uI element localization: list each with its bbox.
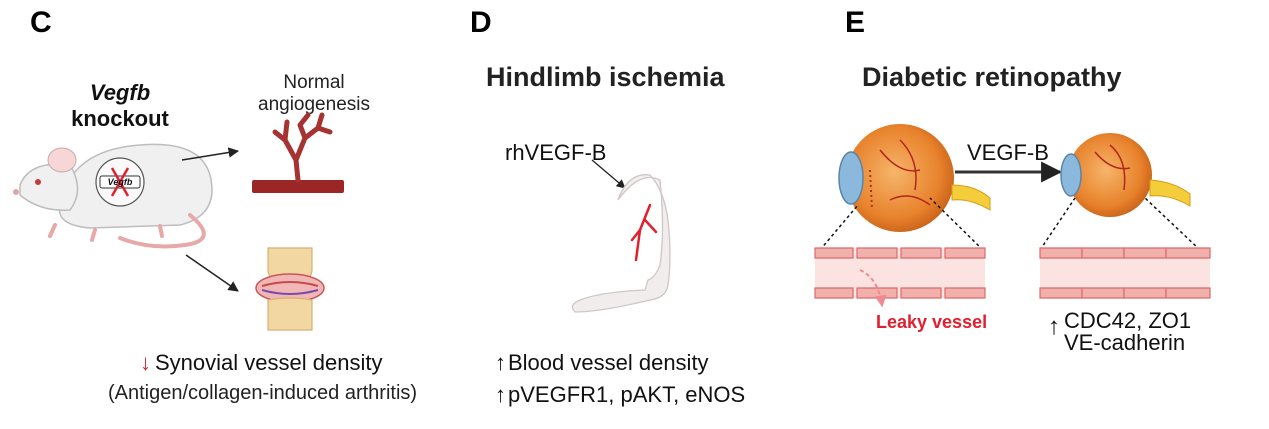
panel-letter-d: D bbox=[470, 6, 492, 39]
knockout-title: Vegfb knockout bbox=[60, 80, 180, 132]
up-arrow-icon: ↑ bbox=[495, 382, 506, 407]
rhvegfb-label: rhVEGF-B bbox=[505, 140, 607, 165]
up-arrow-icon: ↑ bbox=[1048, 313, 1060, 340]
junction-effects: ↑ CDC42, ZO1 VE-cadherin bbox=[1048, 310, 1191, 354]
arrow-to-joint bbox=[185, 254, 239, 292]
normal-label-line1: Normal bbox=[283, 72, 345, 93]
leg-icon bbox=[571, 159, 671, 313]
blood-vessel-icon bbox=[252, 112, 344, 193]
synovial-effect-text: Synovial vessel density bbox=[155, 350, 383, 375]
normal-angiogenesis-label: Normal angiogenesis bbox=[244, 72, 384, 116]
junction-effect-2: VE-cadherin bbox=[1064, 330, 1186, 355]
leaky-vessel-label: Leaky vessel bbox=[876, 312, 988, 332]
junction-effect-1: CDC42, ZO1 bbox=[1064, 308, 1192, 333]
synovial-effect: ↓Synovial vessel density bbox=[140, 350, 382, 376]
arrow-to-angiogenesis bbox=[181, 147, 240, 161]
arrow-to-leg bbox=[591, 159, 626, 189]
blood-vessel-density: ↑Blood vessel density bbox=[495, 350, 709, 376]
eye-icon bbox=[1060, 133, 1191, 217]
mouse-icon bbox=[13, 143, 213, 249]
normal-label-line2: angiogenesis bbox=[258, 94, 370, 115]
sealed-vessel-icon bbox=[1039, 247, 1211, 299]
signaling-markers-text: pVEGFR1, pAKT, eNOS bbox=[508, 382, 746, 407]
up-arrow-icon: ↑ bbox=[495, 350, 506, 375]
hindlimb-title: Hindlimb ischemia bbox=[486, 62, 725, 92]
down-arrow-icon: ↓ bbox=[140, 350, 151, 375]
panel-letter-e: E bbox=[845, 6, 866, 39]
retinopathy-title: Diabetic retinopathy bbox=[862, 62, 1122, 92]
signaling-markers: ↑pVEGFR1, pAKT, eNOS bbox=[495, 382, 745, 408]
gene-tag: Vegfb bbox=[107, 177, 133, 187]
arthritis-model: (Antigen/collagen-induced arthritis) bbox=[108, 382, 418, 404]
knockout-word: knockout bbox=[71, 106, 169, 131]
vegfb-label: VEGF-B bbox=[967, 140, 1049, 165]
knockout-gene: Vegfb bbox=[89, 80, 151, 105]
joint-icon bbox=[255, 247, 325, 331]
blood-vessel-density-text: Blood vessel density bbox=[508, 350, 709, 375]
leaky-vessel-icon bbox=[814, 247, 986, 308]
panel-letter-c: C bbox=[30, 6, 52, 39]
eye-icon bbox=[838, 124, 991, 232]
